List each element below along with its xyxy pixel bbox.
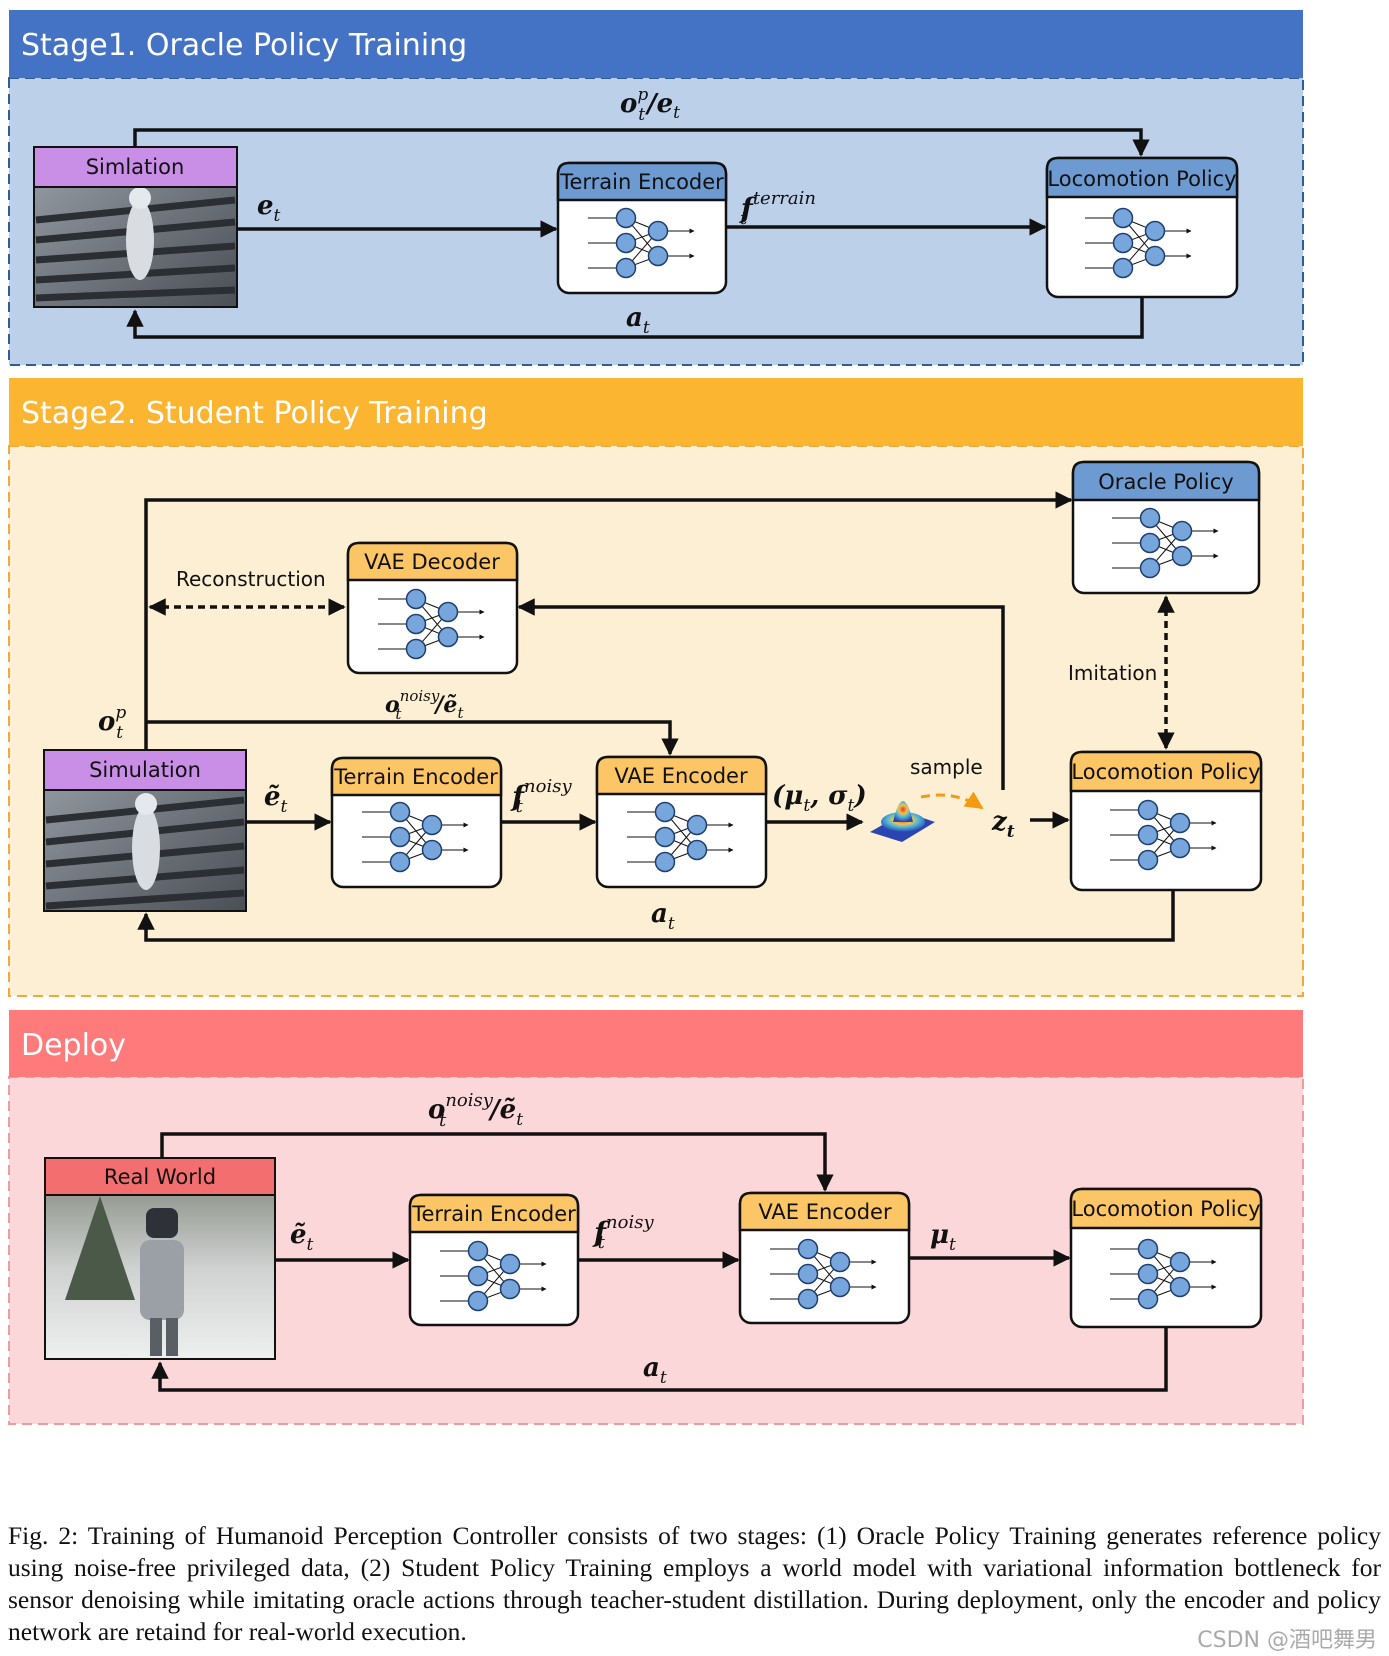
vae-encoder-label: VAE Encoder bbox=[758, 1200, 892, 1224]
figure-caption: Fig. 2: Training of Humanoid Perception … bbox=[8, 1521, 1381, 1646]
terrain-encoder-label: Terrain Encoder bbox=[559, 170, 724, 194]
deploy-section: Deploy Real World Terrain Encoder bbox=[8, 1010, 1304, 1425]
deploy-terrain-encoder: Terrain Encoder bbox=[408, 1193, 580, 1327]
simulation-label: Simulation bbox=[89, 758, 201, 782]
neural-net-icon bbox=[588, 207, 695, 279]
terrain-encoder-label: Terrain Encoder bbox=[411, 1202, 576, 1226]
action-arrow bbox=[151, 1327, 1168, 1392]
stage2-terrain-encoder: Terrain Encoder bbox=[330, 756, 503, 889]
action-label: at bbox=[626, 303, 650, 338]
deploy-header bbox=[9, 1010, 1303, 1077]
neural-net-icon bbox=[627, 801, 734, 873]
stage1-header bbox=[9, 10, 1303, 78]
neural-net-icon bbox=[1085, 207, 1192, 279]
stage2-title: Stage2. Student Policy Training bbox=[21, 396, 488, 431]
neural-net-icon bbox=[1110, 799, 1217, 871]
stage1-locomotion-policy: Locomotion Policy bbox=[1045, 156, 1239, 299]
noisy-obs-arrow bbox=[160, 1132, 834, 1192]
sample-arrow bbox=[920, 791, 984, 810]
mu-sigma-label: (μt, σt) bbox=[772, 781, 867, 816]
e-tilde-label: ẽt bbox=[290, 1220, 314, 1255]
obs-to-oracle-arrow bbox=[144, 491, 1073, 750]
real-world-header bbox=[44, 1157, 276, 1196]
stairs-image bbox=[35, 187, 236, 302]
deploy-title: Deploy bbox=[21, 1028, 126, 1063]
locomotion-policy-label: Locomotion Policy bbox=[1047, 167, 1236, 191]
action-arrow bbox=[126, 297, 1144, 339]
stage2-arrows bbox=[137, 491, 1175, 942]
deploy-locomotion-policy: Locomotion Policy bbox=[1069, 1187, 1263, 1329]
vae-decoder-label: VAE Decoder bbox=[364, 550, 500, 574]
sample-label: sample bbox=[910, 755, 983, 779]
stage2-vae-decoder: VAE Decoder bbox=[346, 541, 519, 675]
z-label: zt bbox=[991, 807, 1015, 842]
stage2-vae-encoder: VAE Encoder bbox=[595, 755, 768, 889]
e-tilde-label: ẽt bbox=[264, 782, 288, 817]
deploy-arrows bbox=[151, 1132, 1168, 1392]
noisy-obs-arrow bbox=[146, 720, 679, 756]
deploy-real-world-box: Real World bbox=[44, 1157, 276, 1360]
simulation-header bbox=[43, 749, 247, 791]
robot-photo bbox=[65, 1196, 184, 1356]
neural-net-icon bbox=[770, 1238, 877, 1310]
stage1-section: Stage1. Oracle Policy Training Simlation… bbox=[8, 10, 1304, 366]
mu-label: μt bbox=[930, 1220, 956, 1255]
stage2-oracle-policy: Oracle Policy bbox=[1071, 460, 1261, 595]
neural-net-icon bbox=[378, 588, 485, 660]
stage1-terrain-encoder: Terrain Encoder bbox=[556, 161, 728, 295]
stage2-header bbox=[9, 378, 1303, 446]
simulation-header bbox=[33, 146, 238, 188]
reconstruction-label: Reconstruction bbox=[176, 567, 326, 591]
real-world-label: Real World bbox=[104, 1165, 216, 1189]
action-label: at bbox=[651, 899, 675, 934]
locomotion-policy-label: Locomotion Policy bbox=[1071, 1197, 1260, 1221]
neural-net-icon bbox=[1112, 507, 1219, 579]
locomotion-policy-label: Locomotion Policy bbox=[1071, 760, 1260, 784]
action-label: at bbox=[643, 1353, 667, 1388]
neural-net-icon bbox=[440, 1240, 547, 1312]
neural-net-icon bbox=[362, 801, 469, 873]
terrain-encoder-label: Terrain Encoder bbox=[333, 765, 498, 789]
stage2-simulation-box: Simulation bbox=[43, 749, 247, 912]
oracle-policy-label: Oracle Policy bbox=[1098, 470, 1233, 494]
watermark: CSDN @酒吧舞男 bbox=[1197, 1628, 1377, 1653]
e-label: et bbox=[257, 191, 281, 226]
stage2-dashed-arrows bbox=[148, 595, 1175, 750]
obs-arrow bbox=[133, 128, 1150, 157]
stage2-locomotion-policy: Locomotion Policy bbox=[1069, 750, 1263, 892]
stage1-simulation-box: Simlation bbox=[33, 146, 238, 308]
action-arrow bbox=[137, 890, 1175, 942]
deploy-vae-encoder: VAE Encoder bbox=[738, 1191, 911, 1325]
gaussian-distribution-icon bbox=[870, 801, 935, 842]
imitation-label: Imitation bbox=[1068, 661, 1157, 685]
stage2-section: Stage2. Student Policy Training Oracle P… bbox=[8, 378, 1304, 997]
stage1-title: Stage1. Oracle Policy Training bbox=[21, 28, 467, 63]
stairs-image bbox=[45, 793, 245, 910]
neural-net-icon bbox=[1110, 1238, 1217, 1310]
vae-encoder-label: VAE Encoder bbox=[614, 764, 748, 788]
z-to-decoder-arrow bbox=[517, 598, 1005, 790]
simulation-label: Simlation bbox=[86, 155, 185, 179]
stage1-arrows bbox=[126, 128, 1150, 339]
